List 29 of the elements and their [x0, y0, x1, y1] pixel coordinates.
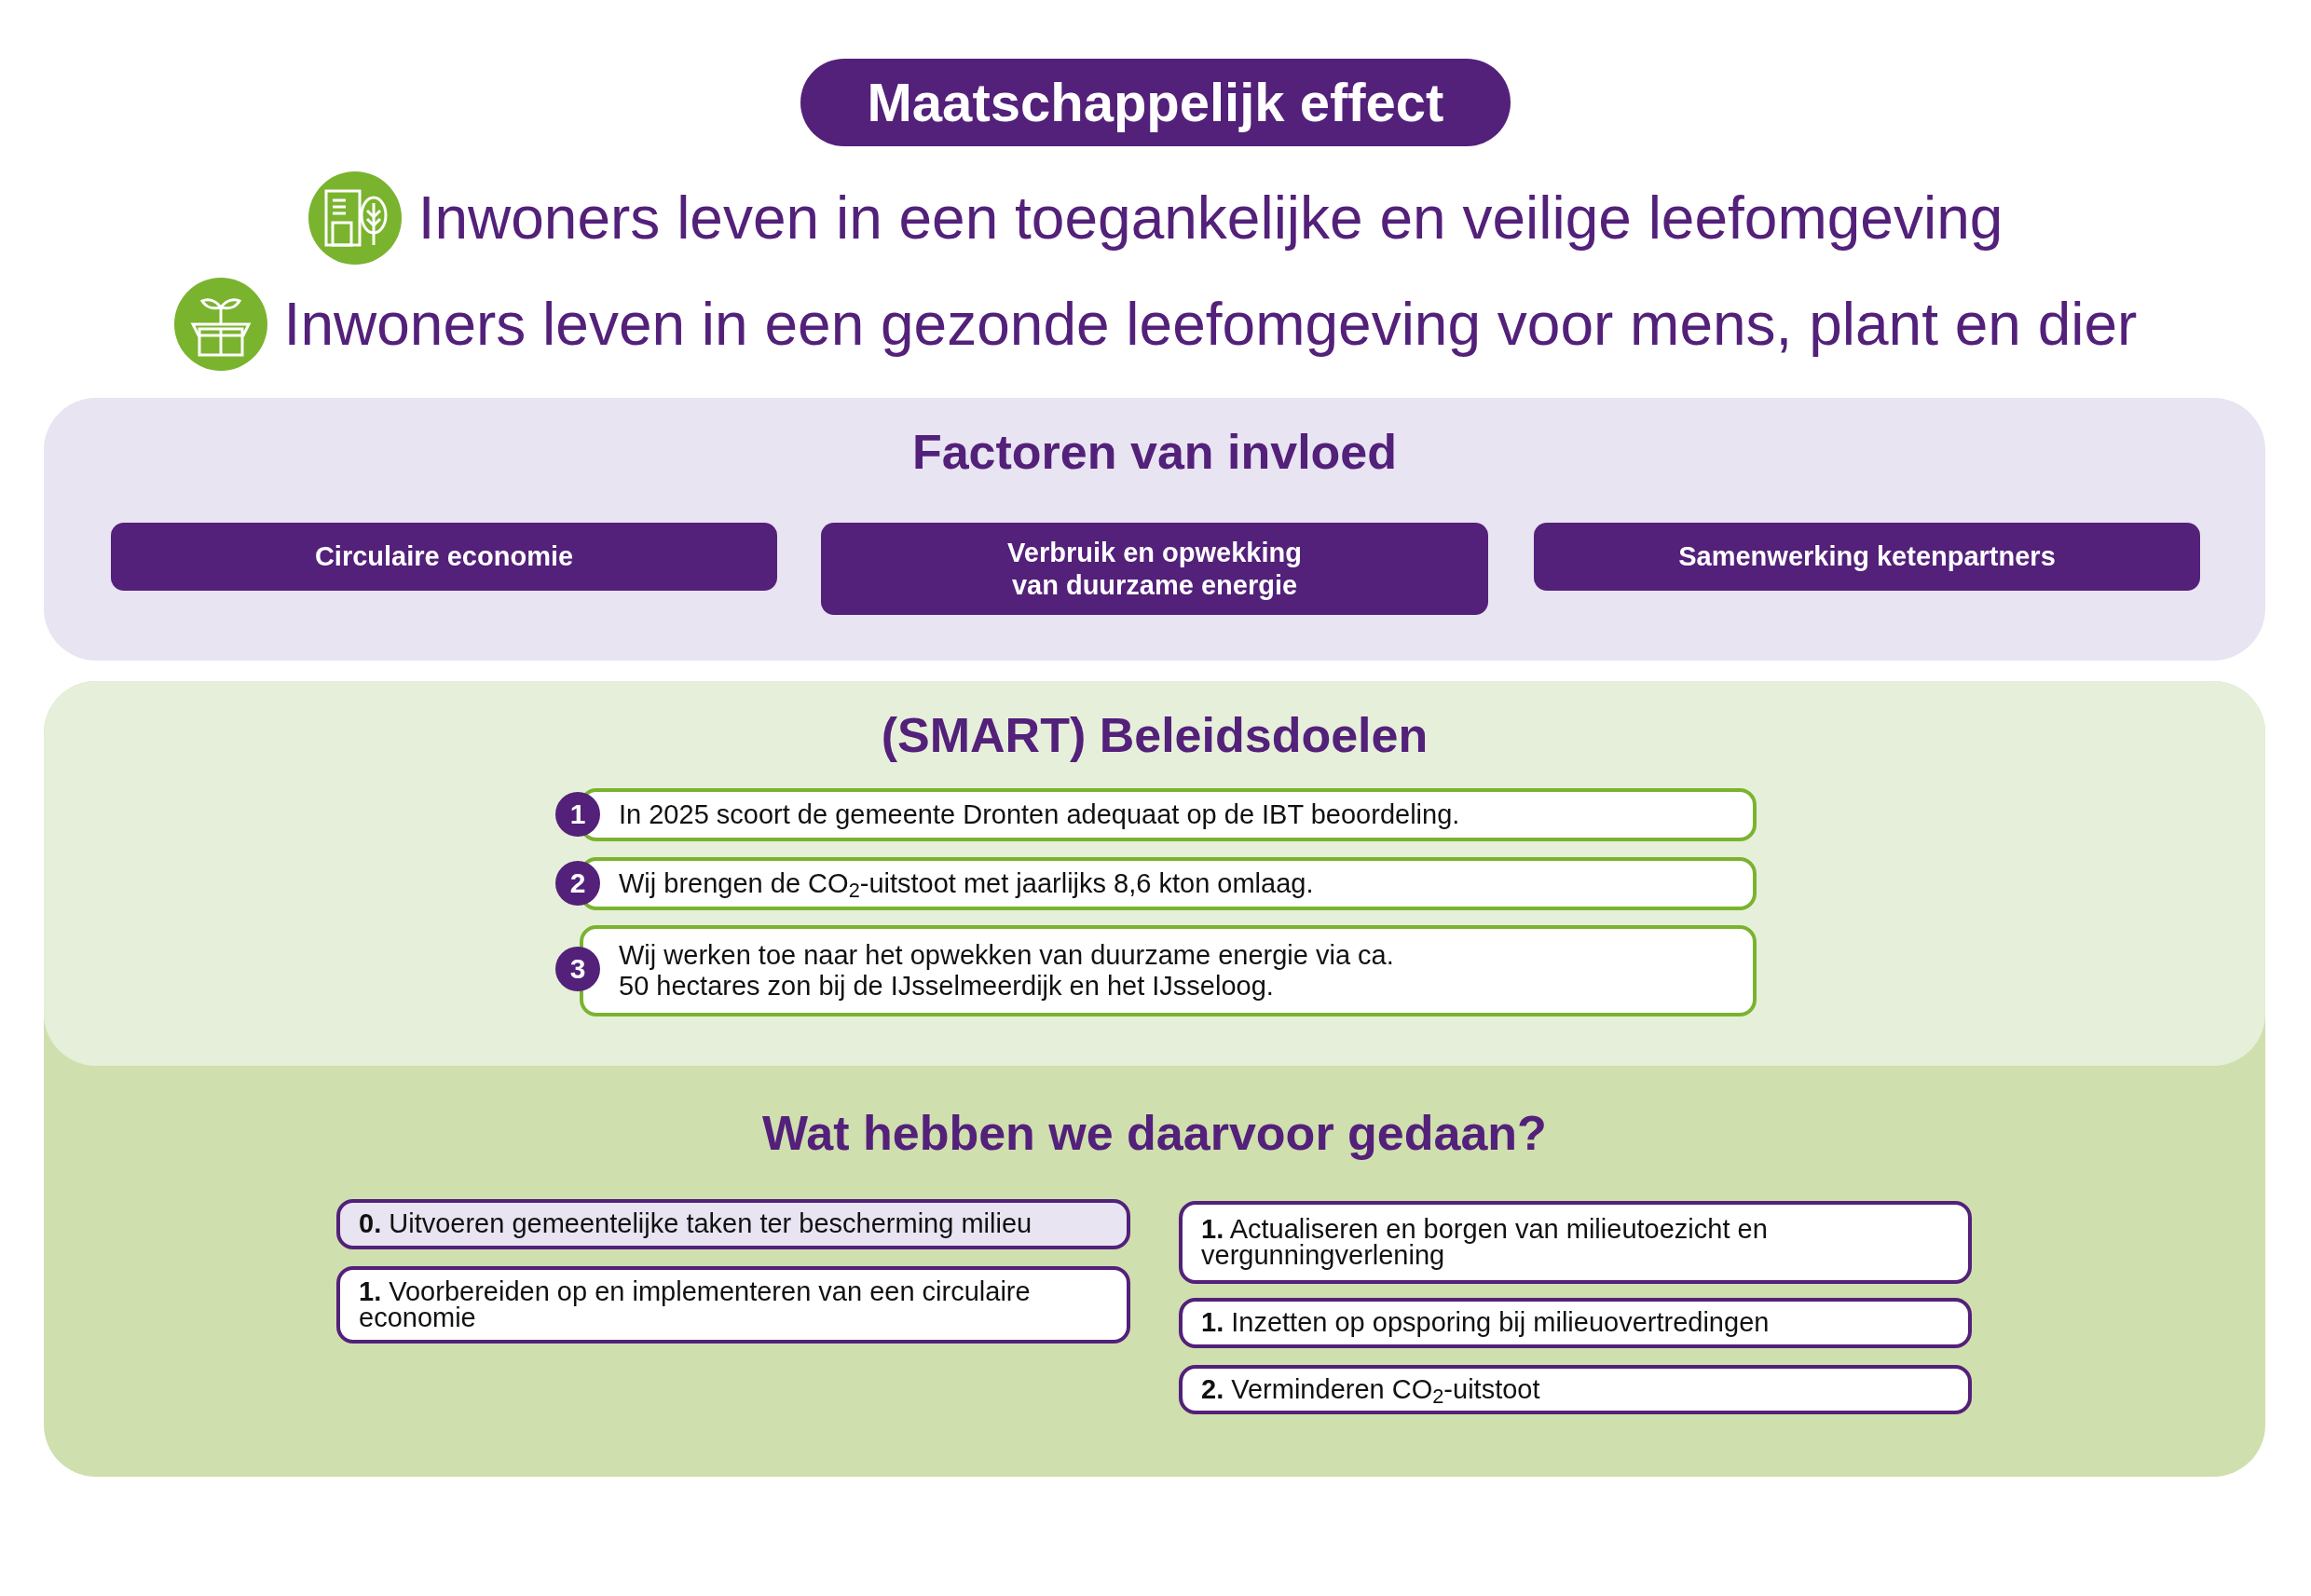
section-panel [44, 681, 2265, 1066]
number-text: 1 [569, 800, 586, 828]
section-panel [44, 398, 2265, 661]
box-text: In 2025 scoort de gemeente Dronten adequaat op de IBT beoordeling. [619, 798, 1460, 831]
box-text: 2. Verminderen CO$_{2}$-uitstoot [1201, 1376, 1540, 1403]
activity-box [336, 1266, 1130, 1344]
factor-box [1534, 523, 2200, 591]
number-badge [555, 792, 600, 837]
box-text: Circulaire economie [313, 540, 575, 573]
section-heading: Factoren van invloed [910, 428, 1399, 476]
box-text: Wij werken toe naar het opwekken van duurzame energie via ca. 50 hectares zon bij de IJsselmeerdijk en het IJsseloog. [619, 939, 1395, 1003]
activity-box [1179, 1365, 1972, 1414]
activity-box [1179, 1201, 1972, 1284]
box-text: 1. Inzetten op opsporing bij milieuovertredingen [1201, 1310, 1770, 1336]
factor-box [821, 523, 1488, 615]
activity-box [336, 1199, 1130, 1249]
box-text: 1. Voorbereiden op en implementeren van een circulaire economie [359, 1278, 1032, 1331]
factor-box [111, 523, 777, 591]
number-badge [555, 861, 600, 906]
number-text: 3 [569, 955, 586, 983]
box-text: 1. Actualiseren en borgen van milieutoezicht en vergunningverlening [1201, 1216, 1769, 1269]
number-badge [555, 947, 600, 991]
section-panel [44, 681, 2265, 1477]
number-text: 2 [569, 869, 586, 897]
box-text: Samenwerking ketenpartners [1677, 540, 2057, 573]
box-text: Wij brengen de CO$_{2}$-uitstoot met jaarlijks 8,6 kton omlaag. [619, 867, 1314, 900]
box-text: 0. Uitvoeren gemeentelijke taken ter bescherming milieu [359, 1211, 1032, 1237]
activity-box [1179, 1298, 1972, 1348]
box-text: Verbruik en opwekking van duurzame energie [1006, 536, 1303, 602]
